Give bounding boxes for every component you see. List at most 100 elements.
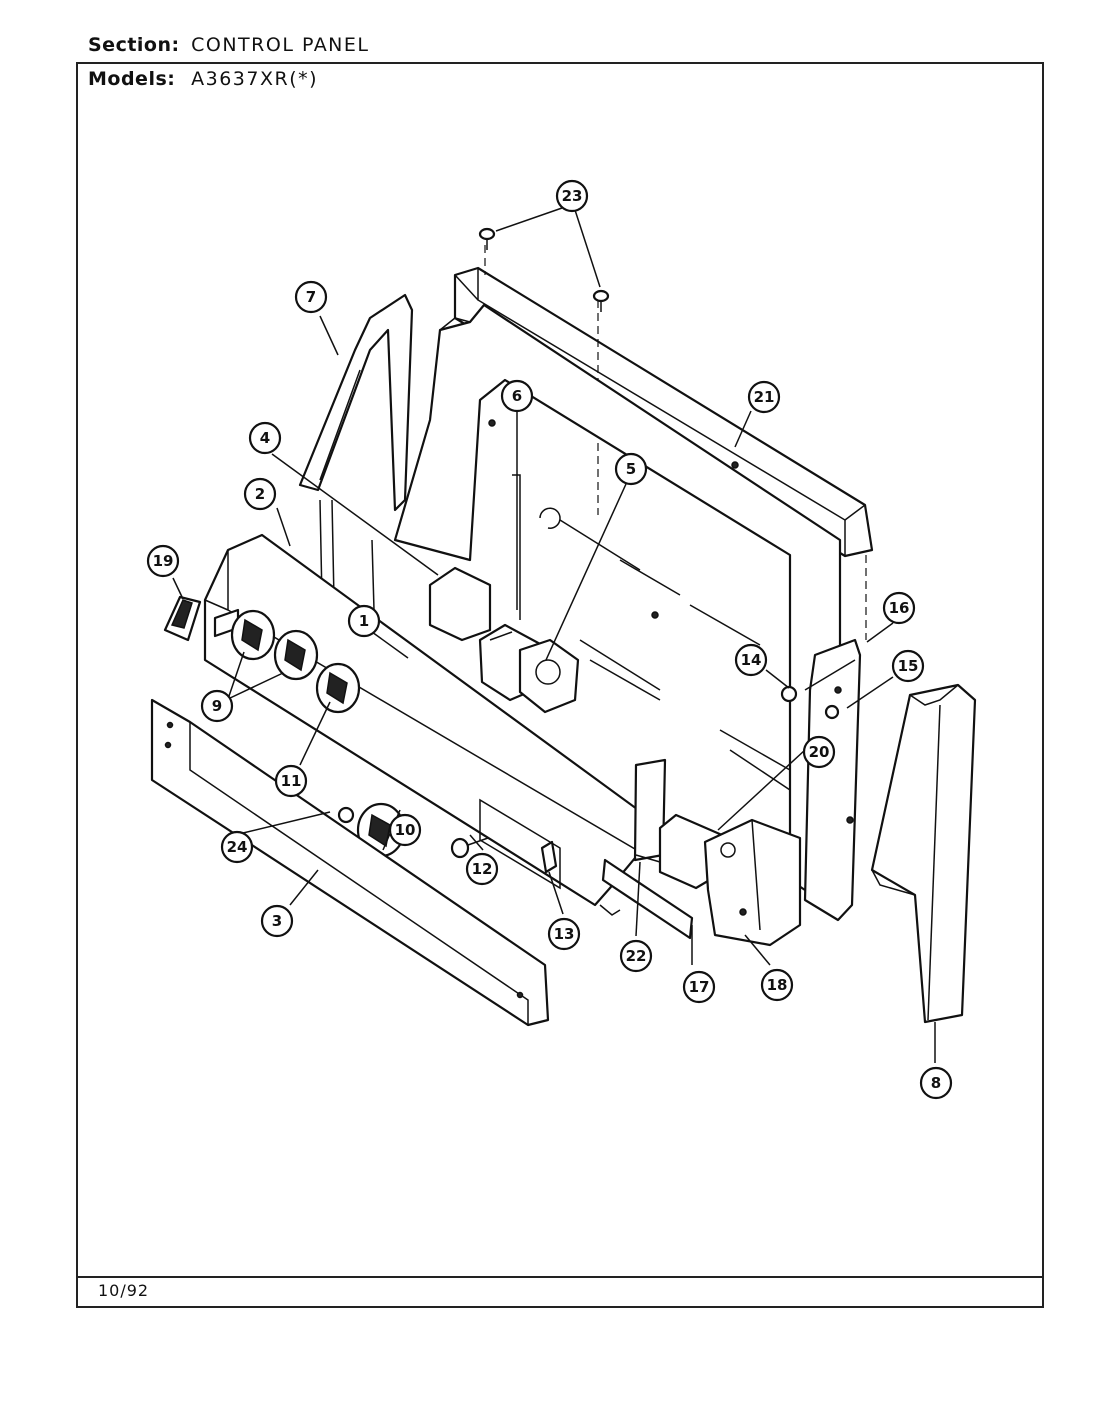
callout-circle [547, 917, 581, 951]
callout-circle [919, 1066, 953, 1100]
callout-circle [760, 968, 794, 1002]
switch-part [540, 840, 558, 874]
callout-number: 7 [306, 288, 316, 306]
callout-number: 4 [260, 429, 270, 447]
models-label: Models: [88, 68, 176, 90]
callout-2: 2 [243, 477, 277, 511]
switch-components [428, 566, 580, 714]
callout-circle [619, 939, 653, 973]
callout-18: 18 [760, 968, 794, 1002]
callout-number: 9 [212, 697, 222, 715]
callout-19: 19 [146, 544, 180, 578]
callout-circle [747, 380, 781, 414]
callout-circle [347, 604, 381, 638]
callout-number: 6 [512, 387, 522, 405]
callout-number: 18 [767, 976, 788, 994]
callout-number: 12 [472, 860, 493, 878]
callout-circle [802, 735, 836, 769]
callout-9: 9 [200, 689, 234, 723]
callout-circle [274, 764, 308, 798]
models-value: A3637XR(*) [191, 68, 319, 90]
callout-5: 5 [614, 452, 648, 486]
trim-strip-part [601, 858, 694, 940]
callout-21: 21 [747, 380, 781, 414]
callout-circle [146, 544, 180, 578]
rear-frame-part [393, 303, 842, 892]
screws-part [478, 227, 610, 312]
section-label: Section: [88, 34, 180, 56]
callout-7: 7 [294, 280, 328, 314]
revision-date: 10/92 [98, 1281, 150, 1300]
callout-circle [260, 904, 294, 938]
leader-lines [172, 207, 936, 1063]
callout-number: 24 [227, 838, 248, 856]
callout-circle [243, 477, 277, 511]
callout-number: 20 [809, 743, 830, 761]
callout-20: 20 [802, 735, 836, 769]
callout-number: 13 [554, 925, 575, 943]
callout-number: 2 [255, 485, 265, 503]
callout-circle [500, 379, 534, 413]
callout-17: 17 [682, 970, 716, 1004]
screw-part [824, 704, 840, 720]
main-control-panel-part [203, 533, 654, 916]
callout-16: 16 [882, 591, 916, 625]
callout-circle [294, 280, 328, 314]
callout-15: 15 [891, 649, 925, 683]
callout-number: 21 [754, 388, 775, 406]
callout-1: 1 [347, 604, 381, 638]
callout-circle [882, 591, 916, 625]
callout-number: 8 [931, 1074, 941, 1092]
callout-circle [200, 689, 234, 723]
callout-number: 14 [741, 651, 762, 669]
callout-circle [682, 970, 716, 1004]
callout-23: 23 [555, 179, 589, 213]
callout-number: 23 [562, 187, 583, 205]
section-heading: Section: CONTROL PANEL [88, 34, 370, 56]
bracket-plate-part [703, 818, 802, 947]
right-end-trim-part [870, 683, 977, 1024]
lower-trim-part [150, 698, 550, 1027]
callout-10: 10 [388, 813, 422, 847]
callout-number: 19 [153, 552, 174, 570]
callout-11: 11 [274, 764, 308, 798]
callout-12: 12 [465, 852, 499, 886]
grommet-part [780, 685, 798, 703]
callout-circle [891, 649, 925, 683]
callout-number: 10 [395, 821, 416, 839]
callout-number: 5 [626, 460, 636, 478]
callout-circle [555, 179, 589, 213]
callout-circle [465, 852, 499, 886]
left-end-bracket-part [298, 293, 414, 611]
footer-divider [76, 1276, 1044, 1278]
section-value: CONTROL PANEL [191, 34, 370, 56]
callout-24: 24 [220, 830, 254, 864]
callout-number: 1 [359, 612, 369, 630]
diagram-frame [76, 62, 1044, 1308]
callout-22: 22 [619, 939, 653, 973]
models-heading: Models: A3637XR(*) [88, 68, 318, 90]
callout-14: 14 [734, 643, 768, 677]
callout-6: 6 [500, 379, 534, 413]
callout-8: 8 [919, 1066, 953, 1100]
callout-circle [220, 830, 254, 864]
indicator-light-part [450, 837, 489, 859]
callout-number: 22 [626, 947, 647, 965]
callout-circle [388, 813, 422, 847]
callout-circle [734, 643, 768, 677]
callout-circle [614, 452, 648, 486]
callout-number: 16 [889, 599, 910, 617]
button-part [337, 806, 355, 824]
callout-13: 13 [547, 917, 581, 951]
callout-4: 4 [248, 421, 282, 455]
control-knobs [230, 609, 406, 858]
rocker-switch-part [163, 595, 202, 642]
callout-circle [248, 421, 282, 455]
callout-number: 17 [689, 978, 710, 996]
callout-number: 15 [898, 657, 919, 675]
callout-3: 3 [260, 904, 294, 938]
callout-number: 3 [272, 912, 282, 930]
callout-number: 11 [281, 772, 302, 790]
